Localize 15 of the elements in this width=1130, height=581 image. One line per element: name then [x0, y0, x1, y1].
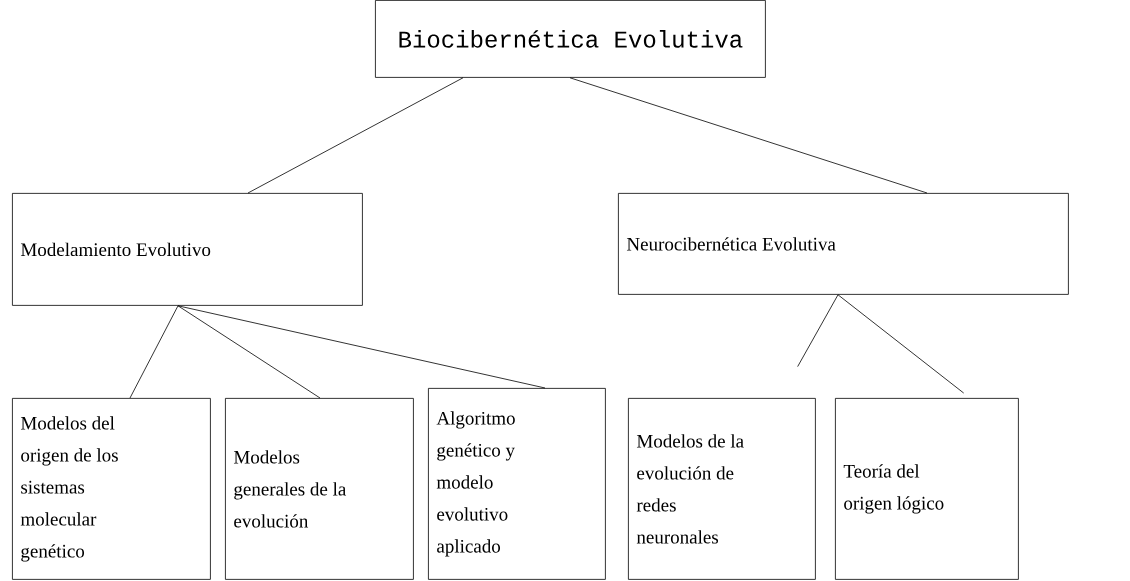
process-box: Teoría del origen lógico [835, 398, 1019, 580]
title-box: Biocibernética Evolutiva [375, 0, 766, 78]
process-box: Algoritmo genético y modelo evolutivo aplicado [428, 388, 606, 580]
connector-line [569, 77, 928, 194]
process-box: Modelos generales de la evolución [225, 398, 414, 580]
process-box: Modelos del origen de los sistemas molecular genético [12, 398, 211, 580]
process-box: Modelamiento Evolutivo [12, 193, 363, 306]
connector-line [797, 294, 839, 367]
process-box: Modelos de la evolución de redes neuronales [628, 398, 816, 580]
process-box: Neurocibernética Evolutiva [618, 193, 1069, 295]
connector-line [177, 305, 546, 389]
connector-line [247, 77, 464, 194]
connector-line [129, 305, 179, 399]
connector-line [837, 294, 965, 394]
connector-line [177, 305, 321, 399]
